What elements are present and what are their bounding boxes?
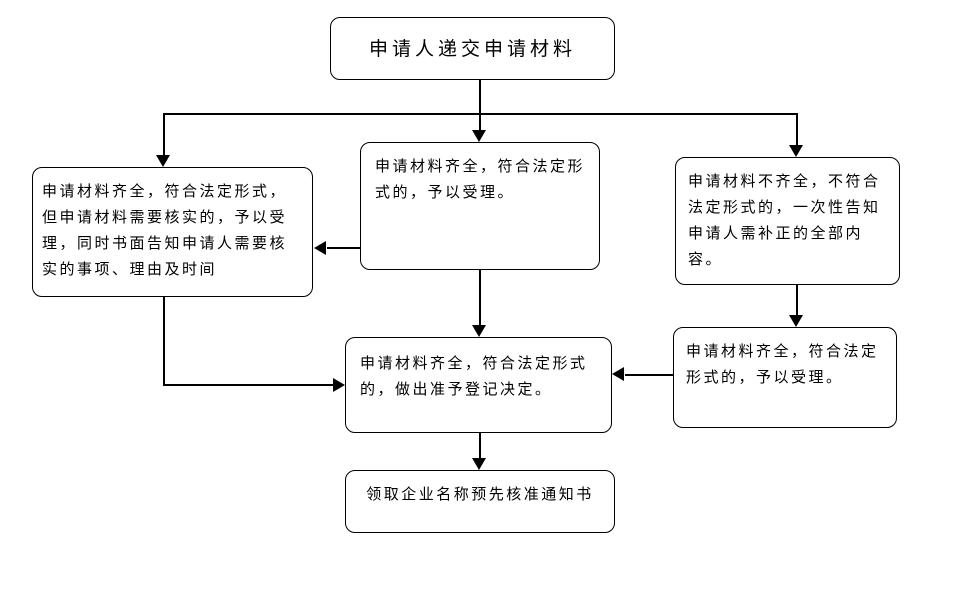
arrowhead-left-icon [612,367,624,381]
connector-branch-to-accept-middle [479,113,481,132]
flow-node-verify-required-label: 申请材料齐全，符合法定形式，但申请材料需要核实的，予以受理，同时书面告知申请人需… [42,182,288,278]
arrowhead-down-icon [472,458,486,470]
connector-incomplete-to-accept-right [796,284,798,317]
flow-node-approve-registration: 申请材料齐全，符合法定形式的，做出准予登记决定。 [345,337,612,433]
connector-verify-down [163,296,165,386]
arrowhead-down-icon [789,315,803,327]
arrowhead-down-icon [789,145,803,157]
flow-node-accept-middle-label: 申请材料齐全，符合法定形式的，予以受理。 [375,157,586,201]
flow-node-approve-registration-label: 申请材料齐全，符合法定形式的，做出准予登记决定。 [360,354,588,398]
connector-accept-middle-to-verify [327,247,360,249]
flow-node-accept-right-label: 申请材料齐全，符合法定形式的，予以受理。 [686,342,879,386]
connector-branch-to-incomplete [796,113,798,147]
flow-node-incomplete-materials-label: 申请材料不齐全，不符合法定形式的，一次性告知申请人需补正的全部内容。 [688,172,881,268]
flow-node-receive-notice-label: 领取企业名称预先核准通知书 [366,485,594,503]
flow-node-accept-right: 申请材料齐全，符合法定形式的，予以受理。 [673,327,897,428]
connector-decision-to-end [479,432,481,460]
flow-node-incomplete-materials: 申请材料不齐全，不符合法定形式的，一次性告知申请人需补正的全部内容。 [675,157,900,285]
arrowhead-left-icon [314,241,326,255]
arrowhead-right-icon [333,378,345,392]
arrowhead-down-icon [472,130,486,142]
flow-node-receive-notice: 领取企业名称预先核准通知书 [345,470,615,533]
arrowhead-down-icon [472,325,486,337]
connector-branch-to-verify [163,113,165,157]
connector-start-down [479,79,481,115]
connector-accept-right-to-decision [625,374,674,376]
flow-node-verify-required: 申请材料齐全，符合法定形式，但申请材料需要核实的，予以受理，同时书面告知申请人需… [32,167,313,297]
arrowhead-down-icon [156,155,170,167]
flow-node-start-label: 申请人递交申请材料 [368,37,576,60]
flow-node-start: 申请人递交申请材料 [330,17,615,80]
flow-node-accept-middle: 申请材料齐全，符合法定形式的，予以受理。 [360,142,600,270]
connector-verify-to-decision [163,384,333,386]
connector-accept-middle-to-decision [479,269,481,327]
